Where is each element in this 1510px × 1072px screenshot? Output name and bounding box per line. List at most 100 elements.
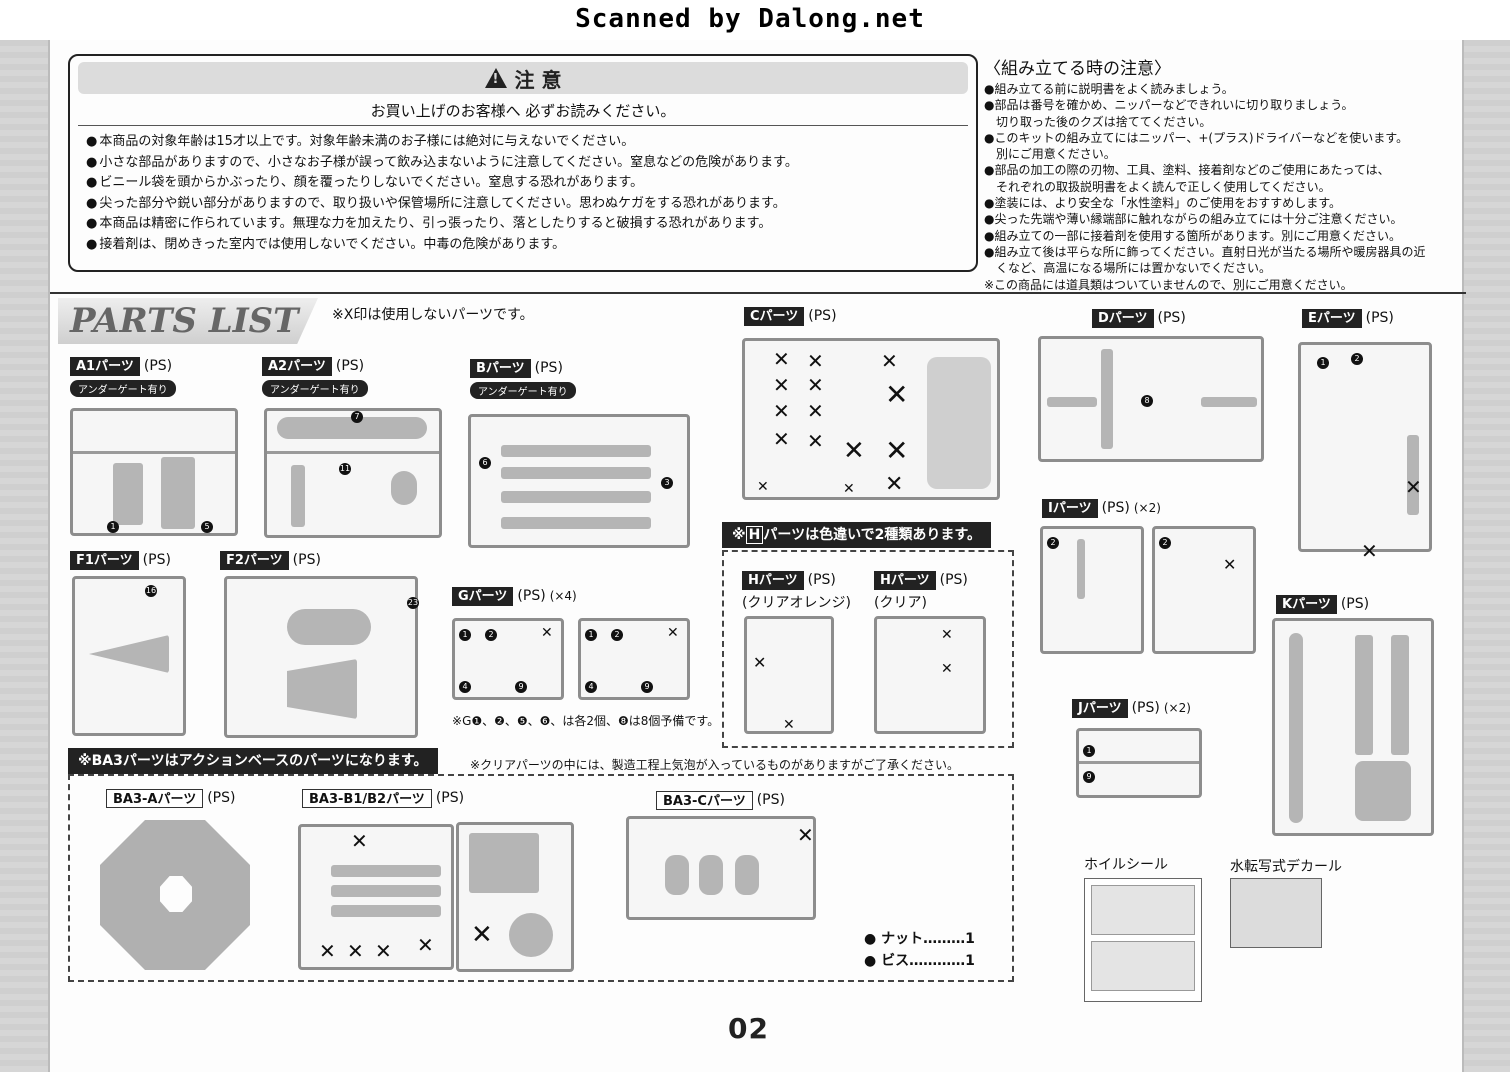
unused-x-icon: ✕ [375, 939, 392, 963]
unused-x-icon: ✕ [843, 481, 855, 497]
part-material: (PS) [142, 552, 171, 568]
sprue-i-2: ✕ 2 [1152, 526, 1256, 654]
part-label: A2パーツ [262, 356, 332, 376]
section-divider [50, 292, 1466, 294]
caution-box: 注 意 お買い上げのお客様へ 必ずお読みください。 本商品の対象年齢は15才以上… [68, 54, 978, 272]
sprue-h-1: ✕ ✕ [744, 616, 834, 734]
part-label: F1パーツ [70, 550, 139, 570]
part-material: (PS) [292, 552, 321, 568]
assembly-note: ※この商品には道具類はついていませんので、別にご用意ください。 [984, 277, 1353, 292]
unused-x-icon: ✕ [885, 434, 909, 467]
assembly-note: 組み立てる前に説明書をよく読みましょう。 [984, 81, 1454, 97]
part-label: Eパーツ [1302, 308, 1362, 328]
unused-x-icon: ✕ [753, 653, 767, 672]
caution-item: 尖った部分や鋭い部分がありますので、取り扱いや保管場所に注意してください。思わぬ… [86, 194, 968, 215]
part-quantity: (×2) [1163, 701, 1191, 715]
assembly-notes: 〈組み立てる時の注意〉 組み立てる前に説明書をよく読みましょう。部品は番号を確か… [984, 54, 1454, 293]
part-material: (PS) [435, 790, 465, 806]
sprue-d: 8 [1038, 336, 1264, 462]
unused-x-icon: ✕ [667, 625, 679, 641]
base-plate [100, 820, 250, 970]
part-material: (PS) [143, 358, 173, 374]
unused-x-icon: ✕ [881, 349, 898, 373]
assembly-note: このキットの組み立てにはニッパー、+(プラス)ドライバーなどを使います。 [984, 130, 1454, 146]
assembly-title: 〈組み立てる時の注意〉 [984, 59, 1171, 79]
unused-x-icon: ✕ [773, 399, 790, 423]
unused-x-icon: ✕ [941, 627, 953, 643]
hardware-nut: ナット………1 [864, 928, 975, 948]
sprue-i-1: 2 [1040, 526, 1144, 654]
unused-x-icon: ✕ [319, 939, 336, 963]
part-label: A1パーツ [70, 356, 140, 376]
part-material: (PS) [808, 308, 837, 324]
part-quantity: (×4) [549, 589, 577, 603]
unused-x-icon: ✕ [541, 625, 553, 641]
sprue-f2: 23 [224, 576, 419, 738]
sprue-g-2: 1 2 ✕ 4 9 [578, 618, 690, 700]
unused-x-icon: ✕ [807, 429, 824, 453]
unused-x-icon: ✕ [885, 378, 909, 411]
unused-x-icon: ✕ [941, 661, 953, 677]
unused-x-icon: ✕ [797, 823, 814, 847]
decal-label: 水転写式デカール [1230, 859, 1342, 875]
sprue-b: 6 3 [468, 414, 690, 548]
g-parts-note: G❶、❷、❺、❻、は各2個、❽は8個予備です。 [452, 712, 719, 729]
part-f2: F2パーツ(PS) [220, 550, 321, 570]
sprue-g-1: 1 2 ✕ 4 9 [452, 618, 564, 700]
part-f1: F1パーツ(PS) [70, 550, 171, 570]
sprue-a1: 1 5 [70, 408, 238, 536]
caution-subtitle: お買い上げのお客様へ 必ずお読みください。 [78, 100, 968, 126]
warning-icon [484, 68, 507, 88]
assembly-note: 切り取った後のクズは捨ててください。 [996, 114, 1212, 129]
sprue-ba3-b1: ✕ ✕ ✕ ✕ ✕ [298, 824, 454, 970]
part-label: BA3-B1/B2パーツ [302, 788, 432, 808]
part-label: Gパーツ [452, 586, 514, 606]
unused-x-icon: ✕ [773, 347, 790, 371]
page-number: 02 [728, 1012, 769, 1045]
unused-x-icon: ✕ [783, 717, 795, 733]
undergate-badge: アンダーゲート有り [262, 380, 368, 397]
unused-x-icon: ✕ [885, 472, 904, 497]
part-material: (PS) [1365, 310, 1394, 326]
sprue-c: ✕ ✕ ✕ ✕ ✕ ✕ ✕ ✕ ✕ ✕ ✕ ✕ ✕ ✕ ✕ [742, 338, 1000, 500]
part-material: (PS) [517, 588, 546, 604]
part-label: Jパーツ [1072, 698, 1128, 718]
unused-x-icon: ✕ [807, 373, 824, 397]
clear-parts-note: クリアパーツの中には、製造工程上気泡が入っているものがありますがご了承ください。 [470, 756, 959, 773]
part-ba3-c: BA3-Cパーツ(PS) [656, 790, 785, 810]
assembly-note: 部品は番号を確かめ、ニッパーなどできれいに切り取りましょう。 [984, 97, 1454, 113]
unused-x-icon: ✕ [351, 829, 368, 853]
part-material: (PS) [1101, 500, 1130, 516]
undergate-badge: アンダーゲート有り [70, 380, 176, 397]
part-j: Jパーツ(PS)(×2) [1072, 698, 1191, 718]
part-c: Cパーツ(PS) [744, 306, 837, 326]
caution-item: 本商品の対象年齢は15才以上です。対象年齢未満のお子様には絶対に与えないでくださ… [86, 132, 968, 153]
part-a2: A2パーツ(PS) アンダーゲート有り [262, 356, 368, 397]
caution-item: ビニール袋を頭からかぶったり、顔を覆ったりしないでください。窒息する恐れがありま… [86, 173, 968, 194]
assembly-note: それぞれの取扱説明書をよく読んで正しく使用してください。 [996, 179, 1331, 194]
part-color: (クリアオレンジ) [742, 595, 851, 611]
sprue-ba3-b2: ✕ [456, 822, 574, 972]
unused-x-icon: ✕ [773, 427, 790, 451]
part-label: Kパーツ [1276, 594, 1337, 614]
part-color: (クリア) [874, 595, 927, 611]
part-label: F2パーツ [220, 550, 289, 570]
assembly-list: 組み立てる前に説明書をよく読みましょう。部品は番号を確かめ、ニッパーなどできれい… [984, 81, 1454, 293]
ba3-banner: ※BA3パーツはアクションベースのパーツになります。 [68, 748, 438, 774]
parts-list-title: PARTS LIST [58, 298, 318, 344]
part-quantity: (×2) [1133, 501, 1161, 515]
part-label: Hパーツ [742, 570, 804, 590]
scan-header: Scanned by Dalong.net [0, 0, 1510, 40]
part-e: Eパーツ(PS) [1302, 308, 1394, 328]
part-d: Dパーツ(PS) [1092, 308, 1186, 328]
part-material: (PS) [1131, 700, 1160, 716]
part-g: Gパーツ(PS)(×4) [452, 586, 577, 606]
part-h-clear: Hパーツ(PS) (クリア) [874, 570, 968, 612]
part-ba3-b: BA3-B1/B2パーツ(PS) [302, 788, 464, 808]
unused-x-icon: ✕ [807, 349, 824, 373]
unused-x-icon: ✕ [417, 933, 434, 957]
unused-parts-note: X印は使用しないパーツです。 [332, 304, 534, 324]
part-h-orange: Hパーツ(PS) (クリアオレンジ) [742, 570, 851, 612]
part-label: Hパーツ [874, 570, 936, 590]
sprue-e: 1 2 ✕ ✕ [1298, 342, 1432, 561]
